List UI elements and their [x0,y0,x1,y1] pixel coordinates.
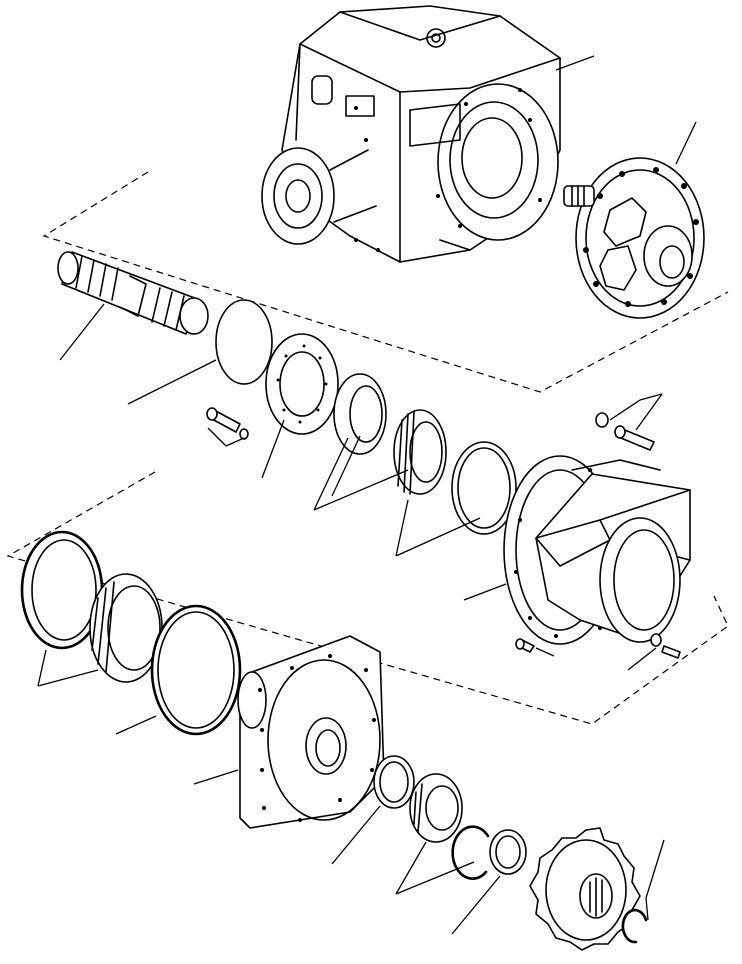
screw-lower-right [650,633,681,659]
o-ring-lower [150,604,242,736]
splined-shaft [57,251,209,335]
tapered-roller-bearing [333,373,447,495]
screw-lower-left [515,638,535,653]
thrust-washer [265,333,339,435]
cap-screw-right [595,412,655,451]
bearing-cup [451,441,517,535]
bushing-ring [489,829,527,875]
drive-gear [529,827,641,951]
retaining-clip [621,908,648,944]
o-ring [215,299,273,385]
cap-screw-left [206,407,249,440]
upper-group-boundary [42,171,729,393]
planetary-carrier [563,157,705,319]
seal-ring [20,530,104,650]
snap-ring [451,825,490,880]
retainer-plate [237,635,385,829]
leader-lines [37,55,697,935]
spacer-ring [373,755,415,809]
gear-housing [261,5,561,263]
ball-bearing [409,773,463,843]
axle-housing [503,455,691,645]
lower-group-boundary [6,471,729,725]
